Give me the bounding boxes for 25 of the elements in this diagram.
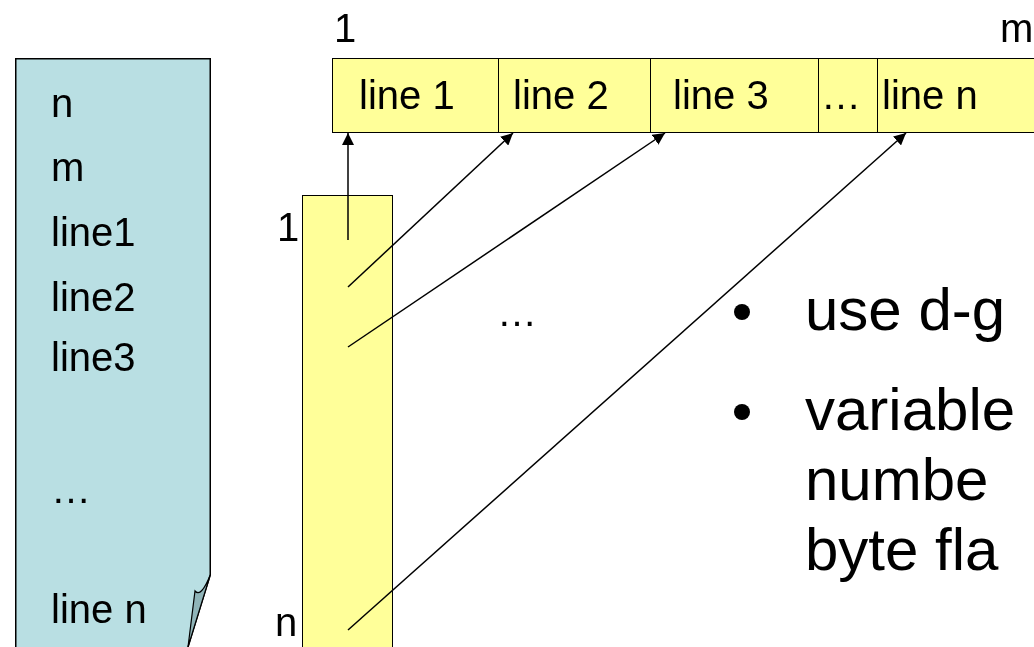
document-line: m	[51, 144, 85, 190]
document-line: line n	[51, 586, 147, 632]
document-line: line1	[51, 209, 136, 255]
index-label: n	[275, 600, 298, 644]
index-array-bar	[302, 195, 393, 647]
index-label: m	[1000, 6, 1034, 50]
index-label: 1	[334, 6, 357, 50]
ellipsis-label: …	[497, 290, 537, 334]
document-page	[15, 58, 211, 647]
array-cell: line 2	[498, 58, 651, 133]
document-line: line3	[51, 334, 136, 380]
arrow	[347, 132, 514, 288]
arrow	[347, 132, 907, 631]
bullet-text: variable numbe byte fla	[805, 375, 1017, 585]
array-cell: line 3	[650, 58, 819, 133]
document-line: n	[51, 80, 74, 126]
bullet-text: use d-g	[805, 275, 1007, 345]
arrow	[347, 132, 666, 348]
document-line: …	[51, 466, 91, 512]
array-cell: line n	[877, 58, 1034, 133]
document-line: line2	[51, 274, 136, 320]
index-label: 1	[277, 205, 300, 249]
arrow	[342, 132, 354, 241]
array-cell: line 1	[332, 58, 499, 133]
array-cell: …	[818, 58, 878, 133]
